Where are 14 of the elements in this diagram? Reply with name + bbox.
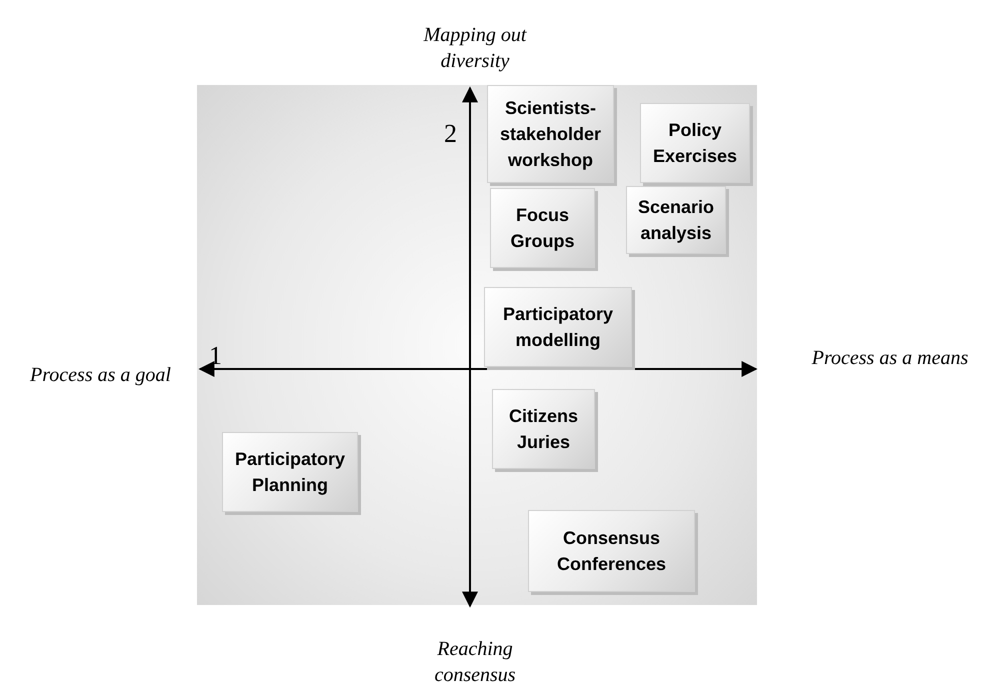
axis-number: 1 bbox=[209, 342, 223, 370]
axis-label: Process as a means bbox=[810, 346, 970, 371]
axis-label: Mapping out diversity bbox=[422, 23, 528, 74]
axis-number: 2 bbox=[444, 120, 458, 148]
method-box: Policy Exercises bbox=[640, 103, 750, 183]
method-box: Scientists-stakeholder workshop bbox=[487, 85, 614, 183]
method-box: Consensus Conferences bbox=[528, 510, 695, 592]
method-box: Participatory modelling bbox=[484, 287, 632, 367]
method-box: Focus Groups bbox=[490, 188, 595, 268]
axis-label: Reaching consensus bbox=[433, 637, 517, 688]
method-box: Citizens Juries bbox=[492, 389, 595, 469]
method-box: Scenario analysis bbox=[626, 186, 726, 254]
axis-label: Process as a goal bbox=[29, 363, 172, 388]
method-box: Participatory Planning bbox=[222, 432, 358, 512]
